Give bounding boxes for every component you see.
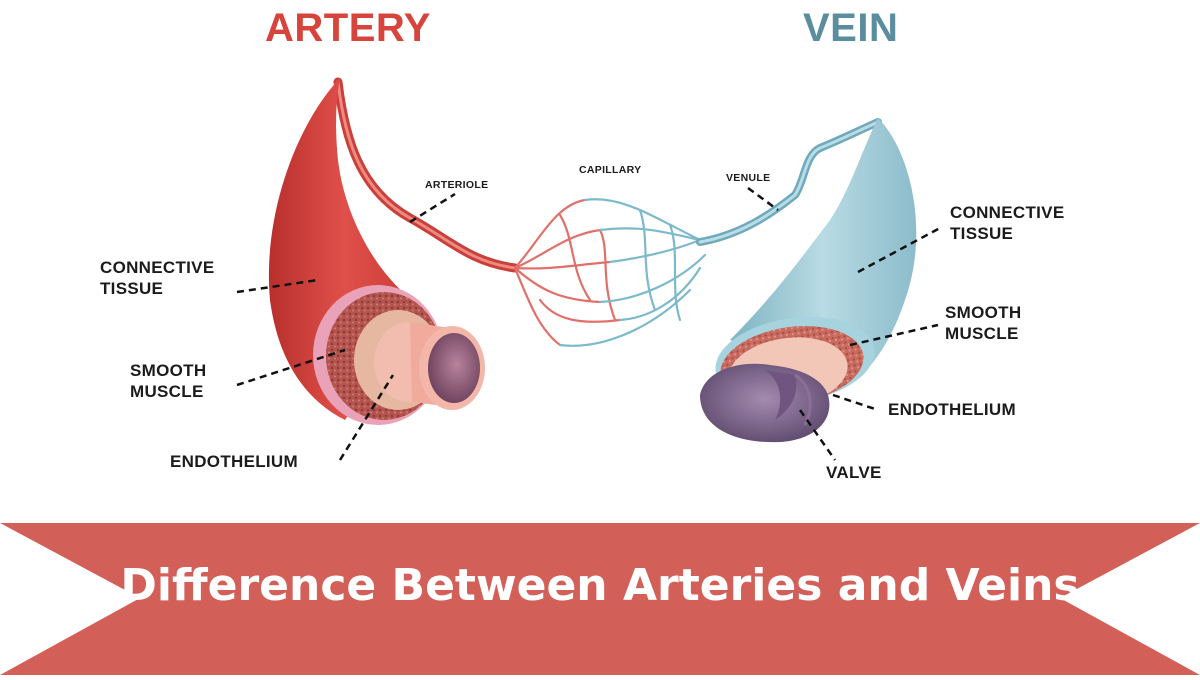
vein-connective-tissue-label: CONNECTIVE TISSUE: [950, 202, 1064, 245]
leader-valve: [798, 409, 837, 461]
artery-endothelium-label: ENDOTHELIUM: [170, 452, 298, 471]
leader-arteriole: [409, 192, 456, 224]
artery-heading: ARTERY: [265, 6, 431, 50]
leader-artery-connective: [236, 278, 319, 294]
vein-illustration: [696, 118, 917, 443]
vein-smooth-muscle-label: SMOOTH MUSCLE: [945, 302, 1021, 345]
artery-connective-line2: TISSUE: [100, 279, 164, 299]
vein-connective-line2: TISSUE: [950, 224, 1014, 244]
artery-muscle-line2: MUSCLE: [130, 382, 204, 402]
venule-label: VENULE: [726, 172, 771, 184]
leader-artery-endothelium: [338, 374, 395, 461]
arteriole-label: ARTERIOLE: [425, 179, 489, 191]
leader-vein-connective: [857, 226, 941, 274]
vein-muscle-line1: SMOOTH: [945, 303, 1022, 322]
artery-muscle-line1: SMOOTH: [130, 361, 207, 380]
title-banner-shape: [0, 523, 1200, 675]
vein-connective-line1: CONNECTIVE: [950, 203, 1065, 222]
leader-venule: [747, 186, 779, 212]
capillary-label: CAPILLARY: [579, 164, 642, 176]
leader-artery-muscle: [236, 348, 346, 387]
valve-label: VALVE: [826, 463, 882, 482]
leader-vein-endothelium: [832, 393, 879, 412]
vein-endothelium-label: ENDOTHELIUM: [888, 400, 1016, 419]
artery-illustration: [268, 77, 520, 425]
artery-smooth-muscle-label: SMOOTH MUSCLE: [130, 360, 206, 403]
vein-heading: VEIN: [803, 6, 899, 50]
leader-lines: [236, 186, 941, 461]
artery-connective-line1: CONNECTIVE: [100, 258, 215, 277]
vein-muscle-line2: MUSCLE: [945, 324, 1019, 344]
banner-title: Difference Between Arteries and Veins: [120, 560, 1080, 611]
capillary-bed: [513, 198, 707, 347]
leader-vein-muscle: [849, 323, 939, 347]
artery-connective-tissue-label: CONNECTIVE TISSUE: [100, 257, 214, 300]
